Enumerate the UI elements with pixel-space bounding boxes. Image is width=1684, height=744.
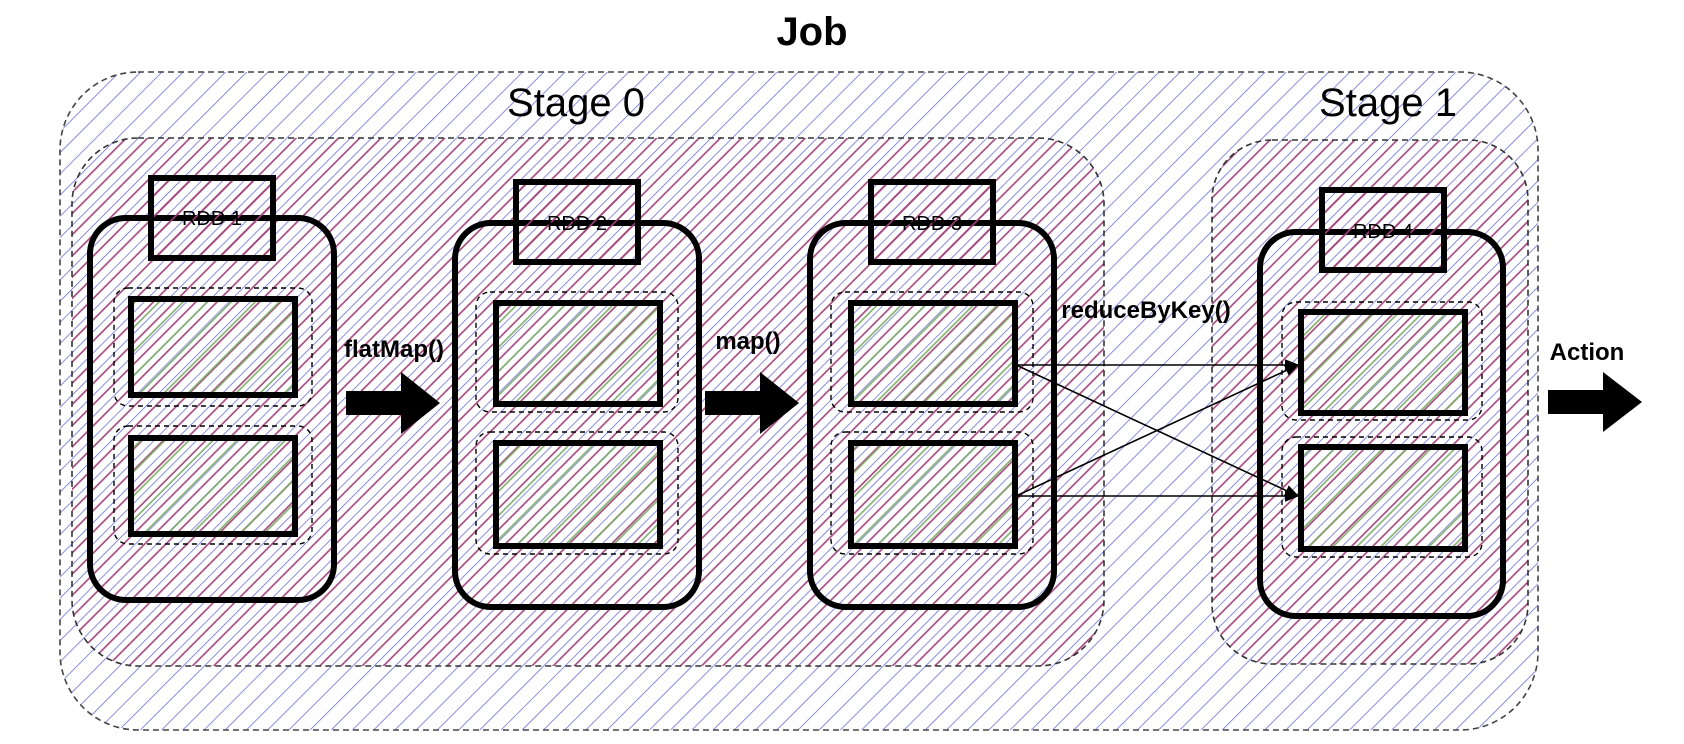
rdd-1: RDD 1 [87,175,337,603]
rdd-2-partition-2 [475,431,679,555]
rdd-3: RDD 3 [807,179,1057,610]
rdd-2-label: RDD 2 [547,213,607,235]
rdd-4-label: RDD 4 [1353,221,1413,243]
stage-1-label: Stage 1 [1319,81,1457,125]
flatmap-label: flatMap() [344,336,444,363]
map-label: map() [715,328,780,355]
stage-0-label: Stage 0 [507,81,645,125]
rdd-2-partition-1 [475,291,679,413]
rdd-3-partition-2 [830,431,1034,555]
rdd-4-partition-1 [1281,301,1483,421]
rdd-3-partition-1 [830,291,1034,413]
reducebykey-label: reduceByKey() [1061,297,1230,324]
action-arrow: Action [1548,339,1642,432]
job-title: Job [776,10,847,54]
rdd-3-label: RDD 3 [902,213,962,235]
rdd-4: RDD 4 [1257,187,1506,619]
shuffle-edge-3 [1015,364,1300,497]
reducebykey-shuffle: reduceByKey() [1015,297,1300,502]
rdd-1-label: RDD 1 [182,208,242,230]
action-label: Action [1550,339,1625,366]
rdd-4-partition-2 [1281,436,1483,558]
flatmap-arrow: flatMap() [344,336,444,434]
rdd-1-partition-2 [113,425,313,545]
rdd-2: RDD 2 [452,179,702,610]
map-arrow: map() [705,328,799,434]
rdd-1-partition-1 [113,287,313,407]
